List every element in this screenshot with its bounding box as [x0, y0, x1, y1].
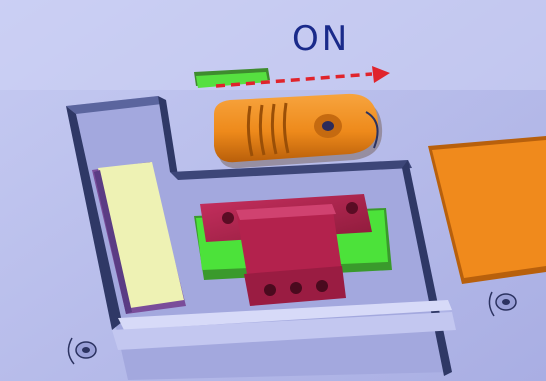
- battery-cell: [92, 162, 186, 314]
- screw-icon: [67, 337, 97, 365]
- indicator-pad: [194, 68, 270, 88]
- on-label: ON: [292, 19, 351, 59]
- screw-icon: [488, 291, 517, 317]
- slide-switch[interactable]: [214, 93, 383, 169]
- connector-block: [200, 194, 372, 306]
- dashed-arrow-right-icon: [215, 66, 390, 88]
- orange-component: [428, 136, 546, 284]
- panel-highlight: [0, 0, 546, 90]
